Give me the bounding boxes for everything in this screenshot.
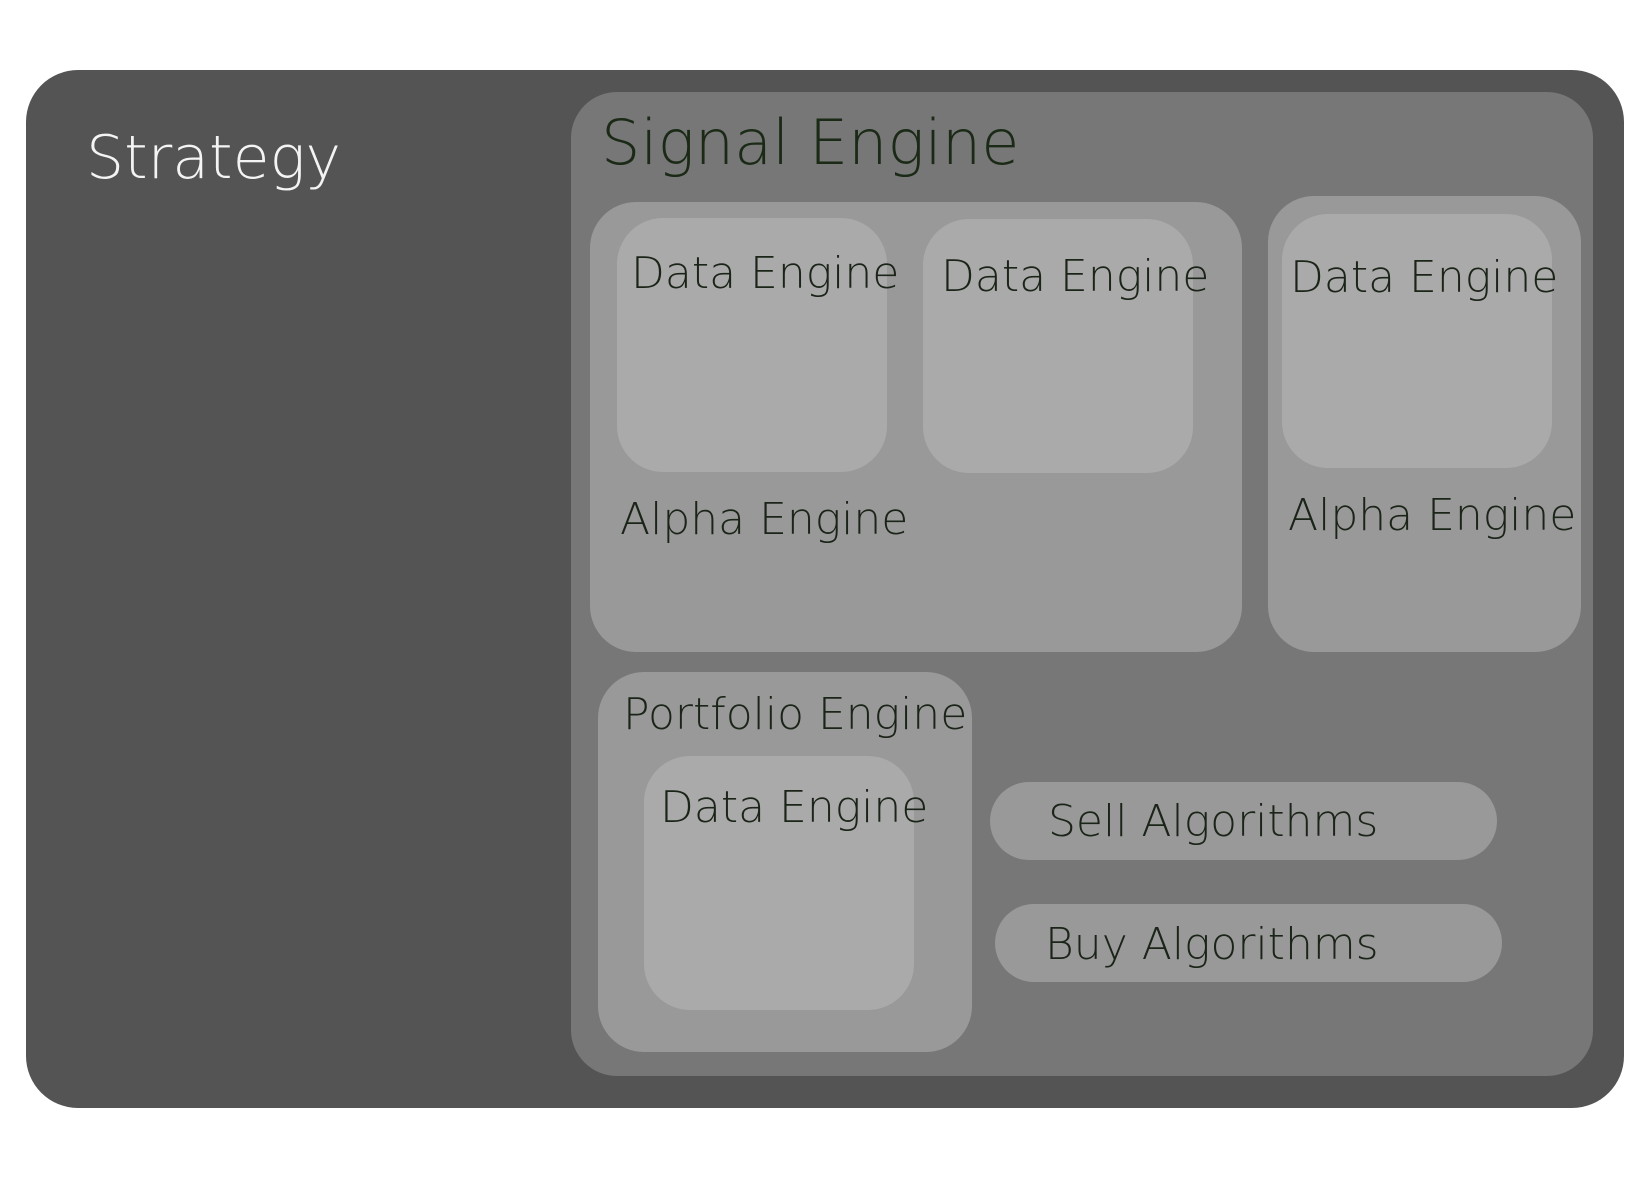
data-engine-box: Data Engine — [644, 756, 928, 1010]
signal-engine-title: Signal Engine — [601, 106, 1020, 179]
sell-algorithms-box: Sell Algorithms — [990, 782, 1497, 860]
alpha-engine-label: Alpha Engine — [620, 494, 909, 545]
data-engine-label: Data Engine — [941, 251, 1210, 302]
alpha-engine-box-2: Data Engine Alpha Engine — [1268, 196, 1581, 652]
data-engine-label: Data Engine — [631, 248, 900, 299]
portfolio-engine-box: Portfolio Engine Data Engine — [598, 672, 972, 1052]
signal-engine-container: Signal Engine Data Engine Data Engine Al… — [571, 92, 1593, 1076]
strategy-container: Strategy Signal Engine Data Engine Data … — [26, 70, 1624, 1108]
alpha-engine-box-1: Data Engine Data Engine Alpha Engine — [590, 202, 1242, 652]
data-engine-box: Data Engine — [1282, 214, 1558, 468]
data-engine-box: Data Engine — [923, 219, 1209, 473]
sell-algorithms-label: Sell Algorithms — [1048, 796, 1379, 847]
buy-algorithms-label: Buy Algorithms — [1045, 919, 1379, 970]
data-engine-label: Data Engine — [1290, 252, 1559, 303]
buy-algorithms-box: Buy Algorithms — [995, 904, 1502, 982]
strategy-title: Strategy — [86, 123, 341, 193]
data-engine-label: Data Engine — [660, 782, 929, 833]
alpha-engine-label: Alpha Engine — [1288, 490, 1577, 541]
data-engine-box: Data Engine — [617, 218, 899, 472]
portfolio-engine-label: Portfolio Engine — [623, 689, 968, 740]
